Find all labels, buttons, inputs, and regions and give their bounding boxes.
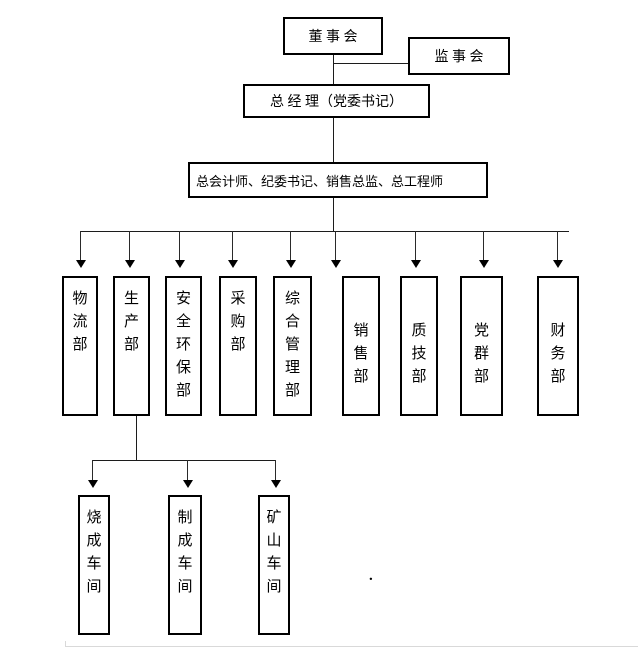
org-box-general-mgmt-dept: 综合管理部 bbox=[273, 276, 312, 416]
arrow-sales-shaft bbox=[335, 231, 336, 261]
org-box-label-supervisory-board: 监 事 会 bbox=[434, 50, 484, 65]
arrow-finance-shaft bbox=[557, 231, 558, 261]
connector-executives-stem bbox=[333, 198, 334, 231]
org-box-label-production-dept: 生产部 bbox=[123, 291, 139, 353]
org-box-party-mass-dept: 党群部 bbox=[460, 276, 503, 416]
org-box-label-mining-workshop: 矿山车间 bbox=[266, 510, 282, 595]
arrow-purchasing-shaft bbox=[232, 231, 233, 261]
arrow-sintering-head bbox=[88, 480, 98, 488]
org-box-finishing-workshop: 制成车间 bbox=[168, 495, 202, 635]
arrow-sintering-shaft bbox=[92, 460, 93, 481]
org-box-label-sales-dept: 销售部 bbox=[353, 323, 369, 385]
org-box-label-safety-env-dept: 安全环保部 bbox=[175, 291, 191, 399]
org-box-label-purchasing-dept: 采购部 bbox=[230, 291, 246, 353]
org-box-finance-dept: 财务部 bbox=[537, 276, 579, 416]
arrow-logistics-head bbox=[76, 260, 86, 268]
org-box-safety-env-dept: 安全环保部 bbox=[165, 276, 202, 416]
org-box-label-general-manager: 总 经 理（党委书记） bbox=[270, 95, 403, 110]
connector-page-bottom-edge-tick bbox=[65, 641, 66, 646]
connector-board-stem bbox=[333, 55, 334, 84]
connector-board-to-supervisory bbox=[333, 63, 408, 64]
org-box-supervisory-board: 监 事 会 bbox=[408, 37, 510, 75]
org-box-sintering-workshop: 烧成车间 bbox=[78, 495, 110, 635]
arrow-finishing-shaft bbox=[187, 460, 188, 481]
connector-dept-bus bbox=[80, 231, 569, 232]
arrow-finance-head bbox=[553, 260, 563, 268]
org-box-label-finance-dept: 财务部 bbox=[550, 323, 566, 385]
org-box-quality-tech-dept: 质技部 bbox=[400, 276, 438, 416]
arrow-mining-head bbox=[271, 480, 281, 488]
org-box-logistics-dept: 物流部 bbox=[62, 276, 98, 416]
arrow-general-mgmt-head bbox=[286, 260, 296, 268]
arrow-general-mgmt-shaft bbox=[290, 231, 291, 261]
org-box-label-executives: 总会计师、纪委书记、销售总监、总工程师 bbox=[196, 173, 444, 189]
arrow-quality-tech-head bbox=[411, 260, 421, 268]
org-box-general-manager: 总 经 理（党委书记） bbox=[243, 84, 430, 118]
org-box-purchasing-dept: 采购部 bbox=[219, 276, 257, 416]
org-box-sales-dept: 销售部 bbox=[342, 276, 380, 416]
org-box-label-board: 董 事 会 bbox=[308, 30, 358, 45]
connector-workshop-bus bbox=[92, 460, 275, 461]
org-box-label-general-mgmt-dept: 综合管理部 bbox=[284, 291, 300, 399]
org-box-label-finishing-workshop: 制成车间 bbox=[177, 510, 193, 595]
connector-gm-to-executives bbox=[333, 118, 334, 162]
arrow-sales-head bbox=[331, 260, 341, 268]
org-box-executives: 总会计师、纪委书记、销售总监、总工程师 bbox=[188, 162, 488, 198]
arrow-party-mass-head bbox=[479, 260, 489, 268]
arrow-finishing-head bbox=[183, 480, 193, 488]
arrow-quality-tech-shaft bbox=[415, 231, 416, 261]
connector-page-bottom-edge bbox=[65, 646, 638, 647]
org-box-board: 董 事 会 bbox=[283, 17, 383, 55]
arrow-production-head bbox=[125, 260, 135, 268]
connector-production-stem bbox=[136, 416, 137, 460]
arrow-logistics-shaft bbox=[80, 231, 81, 261]
arrow-party-mass-shaft bbox=[483, 231, 484, 261]
org-box-label-party-mass-dept: 党群部 bbox=[473, 323, 489, 385]
org-box-mining-workshop: 矿山车间 bbox=[258, 495, 290, 635]
arrow-purchasing-head bbox=[228, 260, 238, 268]
org-box-label-logistics-dept: 物流部 bbox=[72, 291, 88, 353]
org-box-label-quality-tech-dept: 质技部 bbox=[411, 323, 427, 385]
arrow-production-shaft bbox=[129, 231, 130, 261]
arrow-safety-env-shaft bbox=[179, 231, 180, 261]
org-box-label-sintering-workshop: 烧成车间 bbox=[86, 510, 102, 595]
stray-dot: . bbox=[369, 568, 373, 584]
arrow-safety-env-head bbox=[175, 260, 185, 268]
org-box-production-dept: 生产部 bbox=[113, 276, 150, 416]
arrow-mining-shaft bbox=[275, 460, 276, 481]
